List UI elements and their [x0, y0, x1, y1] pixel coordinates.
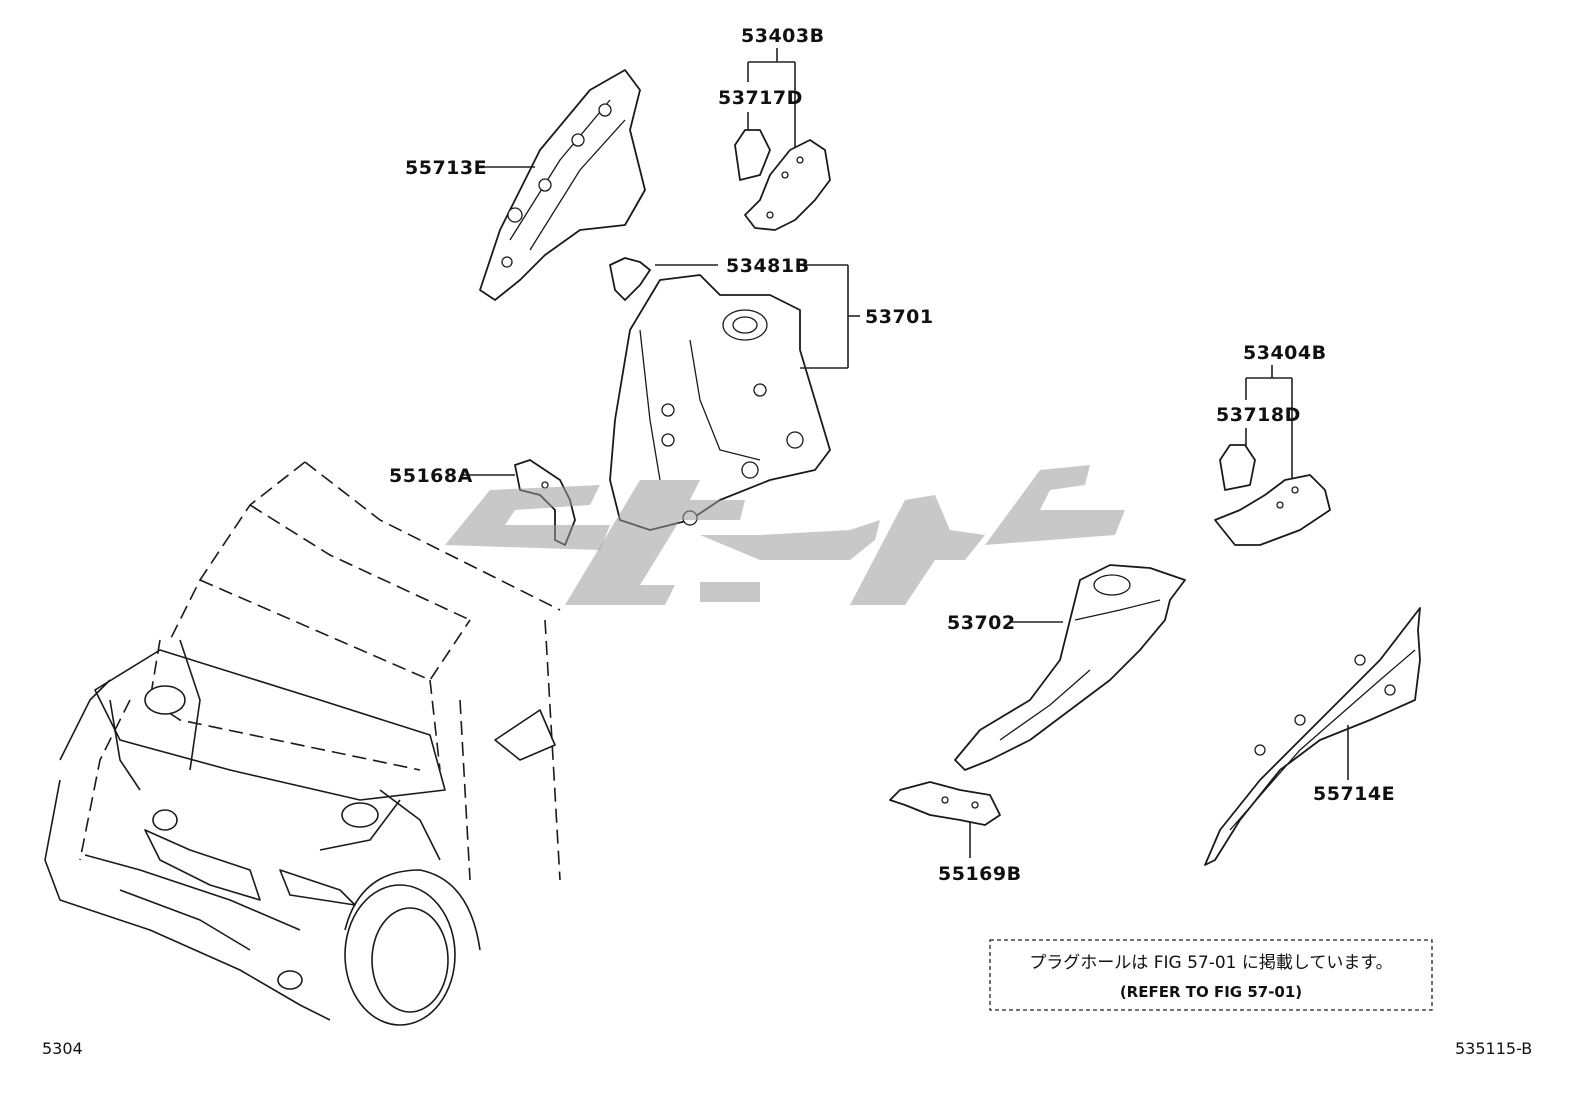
- label-53718D: 53718D: [1216, 404, 1301, 426]
- illustration-code: 535115-B: [1455, 1039, 1532, 1058]
- label-55714E: 55714E: [1313, 783, 1395, 805]
- label-55168A: 55168A: [389, 465, 473, 487]
- figure-number: 5304: [42, 1039, 83, 1058]
- watermark-logo: [445, 465, 1125, 605]
- vehicle-outline: [44, 461, 561, 1026]
- label-55169B: 55169B: [938, 863, 1022, 885]
- label-53481B: 53481B: [726, 255, 810, 277]
- note-line-english: (REFER TO FIG 57-01): [1120, 983, 1302, 1001]
- part-55713E-shape: [479, 69, 646, 301]
- label-53701: 53701: [865, 306, 934, 328]
- part-53701-shape: [609, 274, 831, 531]
- label-53403B: 53403B: [741, 25, 825, 47]
- leader-lines: [462, 48, 1349, 858]
- note-box: [989, 939, 1433, 1011]
- part-55169B-shape: [889, 781, 1001, 826]
- note-line-japanese: プラグホールは FIG 57-01 に掲載しています。: [1029, 953, 1392, 973]
- part-55714E-shape: [1204, 607, 1421, 866]
- label-53717D: 53717D: [718, 87, 803, 109]
- label-53404B: 53404B: [1243, 342, 1327, 364]
- part-53702-shape: [954, 564, 1186, 771]
- part-53404B-shape: [1214, 444, 1331, 546]
- part-53481B-shape: [609, 257, 651, 301]
- reference-note: プラグホールは FIG 57-01 に掲載しています。 (REFER TO FI…: [989, 939, 1433, 1011]
- label-53702: 53702: [947, 612, 1016, 634]
- label-55713E: 55713E: [405, 157, 487, 179]
- part-53403B-shape: [734, 129, 831, 231]
